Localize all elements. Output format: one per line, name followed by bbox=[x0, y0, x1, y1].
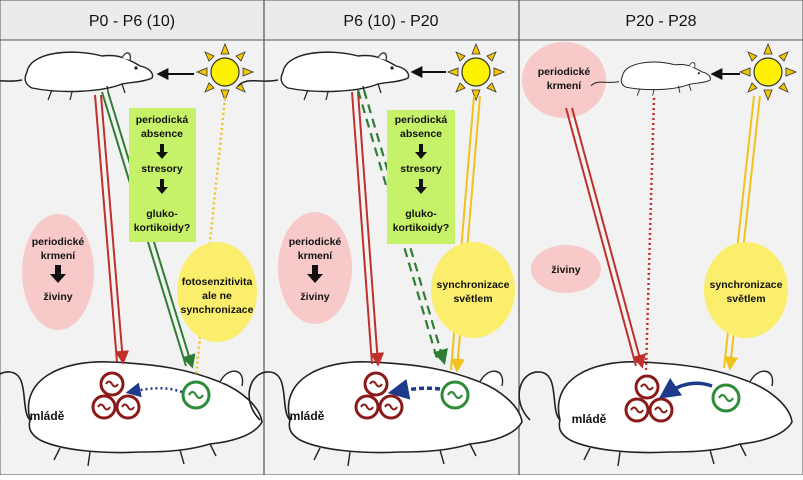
pup-label: mládě bbox=[572, 412, 607, 426]
nutrients-line1: živiny bbox=[551, 264, 580, 276]
oscillator-clock-icon bbox=[354, 394, 380, 420]
stress-box-line5: kortikoidy? bbox=[134, 222, 191, 234]
feeding-line3: živiny bbox=[43, 291, 72, 303]
light-line2: světlem bbox=[726, 293, 765, 305]
light-line1: synchronizace bbox=[437, 279, 510, 291]
feeding-blob-top bbox=[522, 42, 606, 118]
oscillator-clock-icon bbox=[378, 394, 404, 420]
sun-icon bbox=[196, 43, 254, 101]
down-arrow-icon bbox=[415, 144, 427, 159]
master-clock-icon bbox=[711, 383, 741, 413]
nutrients-blob bbox=[531, 245, 601, 293]
oscillator-clock-icon bbox=[363, 371, 389, 397]
down-arrow-icon bbox=[50, 265, 66, 283]
feeding-line3: živiny bbox=[300, 291, 329, 303]
sun-icon bbox=[447, 43, 505, 101]
feeding-arrow bbox=[565, 107, 646, 369]
stress-box-line3: stresory bbox=[400, 163, 442, 175]
light-line2: ale ne bbox=[202, 290, 232, 302]
pup-label: mládě bbox=[30, 409, 65, 423]
feeding-arrow bbox=[94, 94, 130, 365]
stress-box-line1: periodická bbox=[395, 114, 448, 126]
oscillator-clock-icon bbox=[624, 397, 650, 423]
oscillator-clock-icon bbox=[648, 397, 674, 423]
feeding-line2: krmení bbox=[298, 250, 334, 262]
stress-box-line2: absence bbox=[400, 128, 442, 140]
stress-box-line4: gluko- bbox=[405, 208, 437, 220]
feeding-line2: krmení bbox=[41, 250, 77, 262]
feeding-top-line2: krmení bbox=[547, 80, 583, 92]
clock-coupling-arrow bbox=[387, 378, 441, 400]
pup-label: mládě bbox=[290, 409, 325, 423]
feeding-line1: periodické bbox=[32, 236, 85, 248]
panel-3: periodické krmení živiny synchronizace s… bbox=[518, 42, 797, 467]
panel-2: periodická absence stresory gluko- korti… bbox=[237, 43, 523, 467]
feeding-top-line1: periodické bbox=[538, 66, 591, 78]
panel-1: periodická absence stresory gluko- korti… bbox=[0, 43, 263, 467]
mother-dotted-arrow bbox=[644, 97, 656, 371]
light-blob bbox=[431, 242, 515, 338]
light-arrow bbox=[194, 97, 227, 377]
light-blob bbox=[704, 242, 788, 338]
panel1-title: P0 - P6 (10) bbox=[89, 13, 175, 30]
down-arrow-icon bbox=[156, 144, 168, 159]
stress-box-line4: gluko- bbox=[146, 208, 178, 220]
light-blob bbox=[177, 242, 257, 342]
clock-coupling-arrow bbox=[658, 378, 713, 399]
light-line2: světlem bbox=[453, 293, 492, 305]
stress-box-line5: kortikoidy? bbox=[393, 222, 450, 234]
light-line1: fotosenzitivita bbox=[182, 276, 253, 288]
down-arrow-icon bbox=[307, 265, 323, 283]
stress-box-line1: periodická bbox=[136, 114, 189, 126]
feeding-arrow bbox=[351, 91, 385, 367]
oscillator-clock-icon bbox=[115, 394, 141, 420]
panel3-title: P20 - P28 bbox=[625, 13, 696, 30]
oscillator-clock-icon bbox=[99, 371, 125, 397]
down-arrow-icon bbox=[156, 179, 168, 194]
master-clock-icon bbox=[440, 380, 470, 410]
stress-box-line3: stresory bbox=[141, 163, 183, 175]
oscillator-clock-icon bbox=[91, 394, 117, 420]
master-clock-icon bbox=[181, 380, 211, 410]
clock-coupling-arrow bbox=[125, 382, 183, 398]
down-arrow-icon bbox=[415, 179, 427, 194]
feeding-line1: periodické bbox=[289, 236, 342, 248]
oscillator-clock-icon bbox=[634, 374, 660, 400]
stress-box bbox=[129, 108, 196, 242]
light-line3: synchronizace bbox=[181, 304, 254, 316]
stress-box bbox=[387, 110, 455, 244]
sun-icon bbox=[739, 43, 797, 101]
stress-box-line2: absence bbox=[141, 128, 183, 140]
light-line1: synchronizace bbox=[710, 279, 783, 291]
panel2-title: P6 (10) - P20 bbox=[343, 13, 438, 30]
